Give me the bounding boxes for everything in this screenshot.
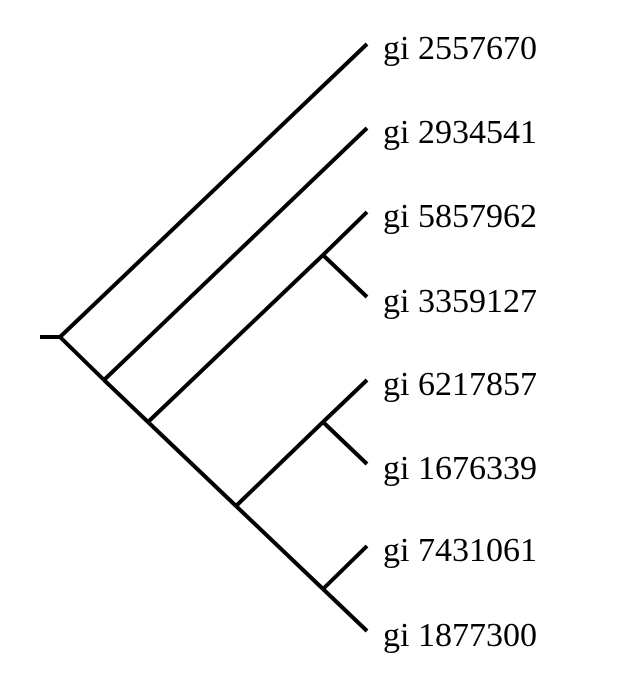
- branch-clade-f: [234, 504, 325, 591]
- branch-internal-a: [58, 335, 106, 382]
- branch-clade-e: [234, 420, 325, 508]
- leaf-label: gi 7431061: [383, 532, 537, 569]
- branch-internal-d: [146, 420, 238, 508]
- branch-leaf-2: [102, 126, 369, 382]
- leaf-label: gi 2557670: [383, 30, 537, 67]
- leaf-label: gi 1877300: [383, 617, 537, 654]
- leaf-label: gi 2934541: [383, 114, 537, 151]
- branch-clade-c: [146, 253, 325, 424]
- leaf-label: gi 6217857: [383, 366, 537, 403]
- branch-leaf-6: [321, 420, 369, 466]
- leaf-label: gi 5857962: [383, 198, 537, 235]
- branch-internal-b: [102, 378, 150, 424]
- branch-leaf-5: [321, 378, 369, 424]
- leaf-label: gi 1676339: [383, 450, 537, 487]
- branch-leaf-8: [321, 587, 369, 633]
- branch-leaf-7: [321, 544, 369, 591]
- branch-leaf-1: [58, 42, 369, 339]
- branch-leaf-4: [321, 253, 369, 299]
- branch-leaf-3: [321, 210, 369, 257]
- leaf-label: gi 3359127: [383, 283, 537, 320]
